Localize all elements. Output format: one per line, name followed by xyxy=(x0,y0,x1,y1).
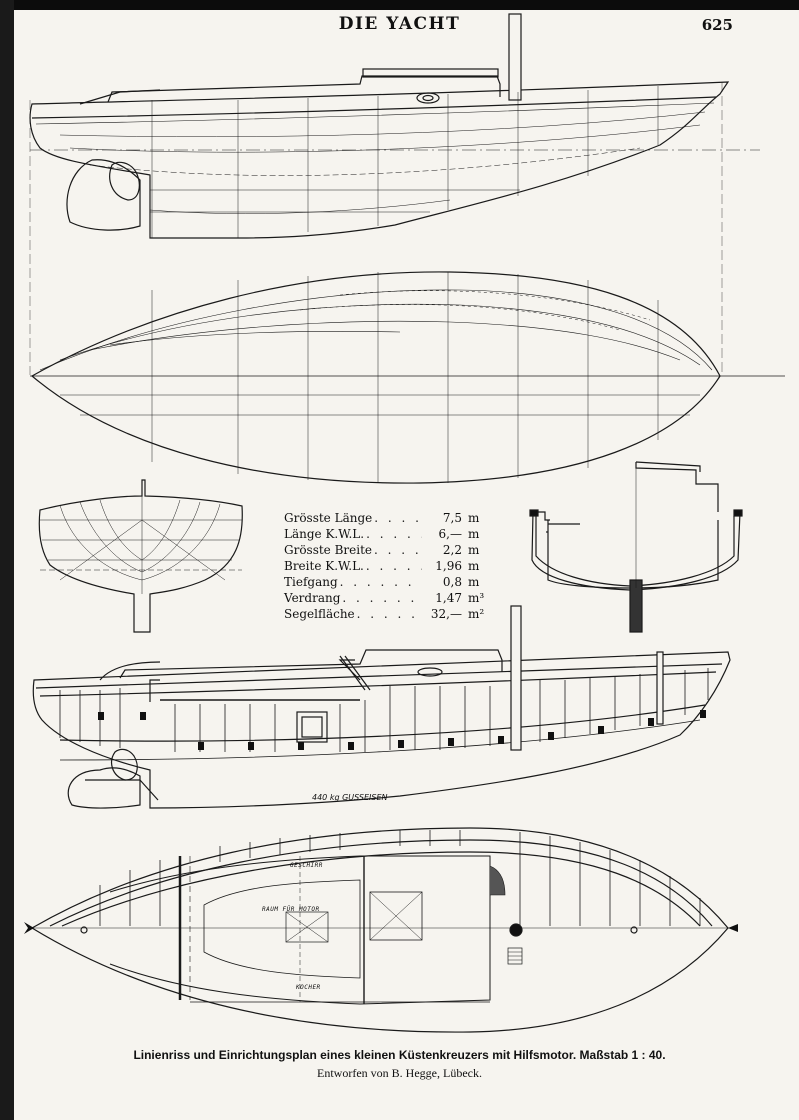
spec-label: Tiefgang xyxy=(284,575,338,589)
spec-label: Länge K.W.L. xyxy=(284,527,365,541)
spec-dot-leader xyxy=(364,558,422,574)
spec-value: 1,96 xyxy=(435,559,462,573)
spec-dot-leader xyxy=(355,606,422,622)
spec-row: Grösste Breite 2,2 m xyxy=(284,542,494,558)
half-breadth-plan xyxy=(30,271,785,484)
spec-label: Grösste Breite xyxy=(284,543,373,557)
spec-dot-leader xyxy=(340,590,422,606)
spec-value: 1,47 xyxy=(435,591,462,605)
spec-label: Segelfläche xyxy=(284,607,355,621)
construction-profile xyxy=(32,605,731,809)
spec-unit: m xyxy=(468,575,480,589)
spec-dot-leader xyxy=(372,510,422,526)
specifications-table: Grösste Länge 7,5 m Länge K.W.L. 6,— m G… xyxy=(284,510,494,622)
spec-dot-leader xyxy=(338,574,422,590)
spec-unit: m xyxy=(468,527,480,541)
spec-value: 2,2 xyxy=(442,543,462,557)
body-plan xyxy=(38,479,243,633)
spec-value: 6,— xyxy=(438,527,462,541)
spec-row: Tiefgang 0,8 m xyxy=(284,574,494,590)
geschirr-label: GESCHIRR xyxy=(290,862,323,869)
profile-view xyxy=(29,13,760,375)
spec-row: Grösste Länge 7,5 m xyxy=(284,510,494,526)
spec-label: Verdrang xyxy=(284,591,341,605)
page-number: 625 xyxy=(701,16,733,34)
spec-dot-leader xyxy=(372,542,422,558)
spec-label: Grösste Länge xyxy=(284,511,373,525)
deck-plan xyxy=(24,827,738,1033)
kocher-label: KOCHER xyxy=(296,984,321,991)
spec-unit: m² xyxy=(468,607,485,621)
spec-row: Segelfläche 32,— m² xyxy=(284,606,494,622)
spec-label: Breite K.W.L. xyxy=(284,559,364,573)
page-title: DIE YACHT xyxy=(338,14,461,34)
spec-value: 7,5 xyxy=(442,511,462,525)
spec-dot-leader xyxy=(364,526,422,542)
spec-unit: m xyxy=(468,511,480,525)
scan-left-border xyxy=(0,0,14,1120)
spec-unit: m³ xyxy=(468,591,485,605)
spec-unit: m xyxy=(468,543,480,557)
figure-caption: Linienriss und Einrichtungsplan eines kl… xyxy=(133,1048,666,1062)
spec-value: 0,8 xyxy=(442,575,462,589)
spec-row: Länge K.W.L. 6,— m xyxy=(284,526,494,542)
spec-unit: m xyxy=(468,559,480,573)
figure-credit: Entworfen von B. Hegge, Lübeck. xyxy=(317,1066,482,1080)
keel-weight-note: 440 kg GUSSEISEN xyxy=(312,793,388,802)
spec-value: 32,— xyxy=(430,607,462,621)
motor-space-label: RAUM FÜR MOTOR xyxy=(262,906,320,913)
spec-row: Verdrang 1,47 m³ xyxy=(284,590,494,606)
midship-section xyxy=(529,461,743,633)
scan-top-border xyxy=(0,0,799,10)
spec-row: Breite K.W.L. 1,96 m xyxy=(284,558,494,574)
